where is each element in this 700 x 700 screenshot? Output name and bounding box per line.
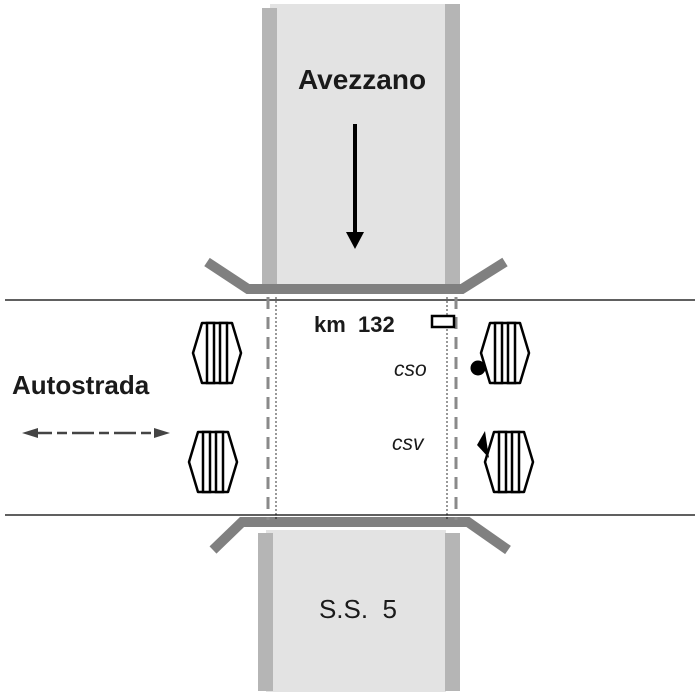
double-headed-dashed-arrow-icon — [22, 428, 170, 438]
car-icon-left-bottom — [187, 430, 239, 494]
overpass-top-rail — [204, 257, 508, 294]
car-icon-left-top — [191, 321, 243, 385]
north-road-label: Avezzano — [298, 64, 426, 95]
north-road-left-curb — [262, 8, 277, 284]
car-icon-right-bottom — [483, 430, 535, 494]
filled-wedge-marker-icon — [477, 431, 489, 458]
south-road-left-curb — [258, 533, 273, 691]
north-road-right-curb — [445, 4, 460, 284]
car-icon-right-top — [479, 321, 531, 385]
overpass-bottom-rail — [209, 517, 511, 555]
booth-upper-label: cso — [394, 358, 427, 381]
south-road — [266, 530, 446, 692]
filled-circle-marker-icon — [470, 360, 486, 376]
booth-lower-label: csv — [392, 432, 425, 455]
south-road-label: S.S. 5 — [319, 594, 397, 624]
km-marker-label: km 132 — [314, 312, 395, 337]
km-marker-box — [430, 314, 456, 329]
highway-label: Autostrada — [12, 370, 150, 400]
south-road-right-curb — [445, 533, 460, 691]
down-arrow-icon — [346, 124, 364, 249]
